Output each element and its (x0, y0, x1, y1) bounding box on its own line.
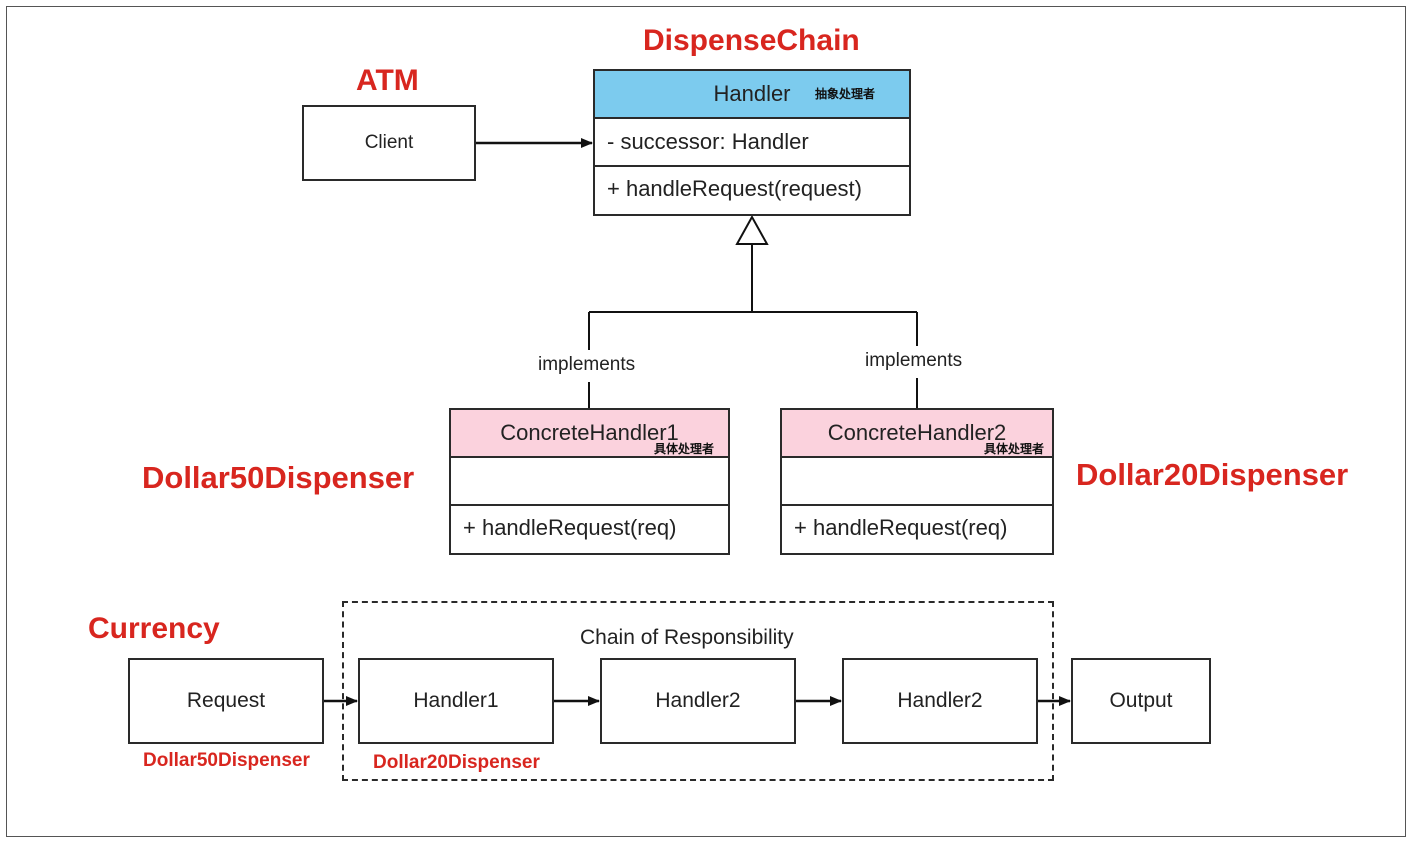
currency-label: Currency (88, 612, 220, 645)
concrete-handler1-attributes (451, 458, 728, 506)
output-label: Output (1109, 689, 1173, 712)
atm-label: ATM (356, 64, 419, 97)
concrete-handler1-class: ConcreteHandler1 具体处理者 + handleRequest(r… (449, 408, 730, 555)
handler1-box: Handler1 (358, 658, 554, 744)
output-box: Output (1071, 658, 1211, 744)
concrete-handler2-note: 具体处理者 (984, 442, 1045, 456)
handler-class-header: Handler 抽象处理者 (595, 71, 909, 119)
dollar50-dispenser-small-label: Dollar50Dispenser (143, 750, 310, 771)
request-box: Request (128, 658, 324, 744)
client-box: Client (302, 105, 476, 181)
dollar20-dispenser-label: Dollar20Dispenser (1076, 457, 1349, 492)
implements-label-left: implements (538, 354, 636, 375)
handler-class-attribute: - successor: Handler (595, 119, 909, 167)
concrete-handler1-name: ConcreteHandler1 (500, 420, 679, 445)
chain-of-responsibility-group (342, 601, 1054, 781)
concrete-handler2-class: ConcreteHandler2 具体处理者 + handleRequest(r… (780, 408, 1054, 555)
handler1-label: Handler1 (413, 689, 499, 712)
inheritance-triangle (735, 214, 769, 245)
concrete-handler1-note: 具体处理者 (654, 442, 715, 456)
handler2-second-label: Handler2 (897, 689, 983, 712)
handler-class-name: Handler (713, 81, 791, 106)
dollar50-dispenser-label: Dollar50Dispenser (142, 460, 415, 495)
request-label: Request (186, 689, 266, 712)
dollar20-dispenser-small-label: Dollar20Dispenser (373, 752, 540, 773)
handler2-first-label: Handler2 (655, 689, 741, 712)
client-label: Client (364, 132, 414, 153)
handler2-box-second: Handler2 (842, 658, 1038, 744)
handler-class-operation: + handleRequest(request) (607, 176, 862, 201)
concrete-handler2-attributes (782, 458, 1052, 506)
concrete-handler2-name: ConcreteHandler2 (827, 420, 1007, 445)
concrete-handler2-header: ConcreteHandler2 具体处理者 (782, 410, 1052, 458)
concrete-handler2-operation: + handleRequest(req) (794, 515, 1008, 540)
chain-of-responsibility-title: Chain of Responsibility (580, 626, 794, 649)
outer-frame (6, 6, 1406, 837)
concrete-handler1-operation: + handleRequest(req) (463, 515, 677, 540)
concrete-handler1-header: ConcreteHandler1 具体处理者 (451, 410, 728, 458)
handler-class: Handler 抽象处理者 - successor: Handler + han… (593, 69, 911, 216)
dispense-chain-label: DispenseChain (643, 24, 860, 57)
handler-class-note: 抽象处理者 (815, 87, 876, 101)
implements-label-right: implements (865, 350, 963, 371)
handler2-box-first: Handler2 (600, 658, 796, 744)
